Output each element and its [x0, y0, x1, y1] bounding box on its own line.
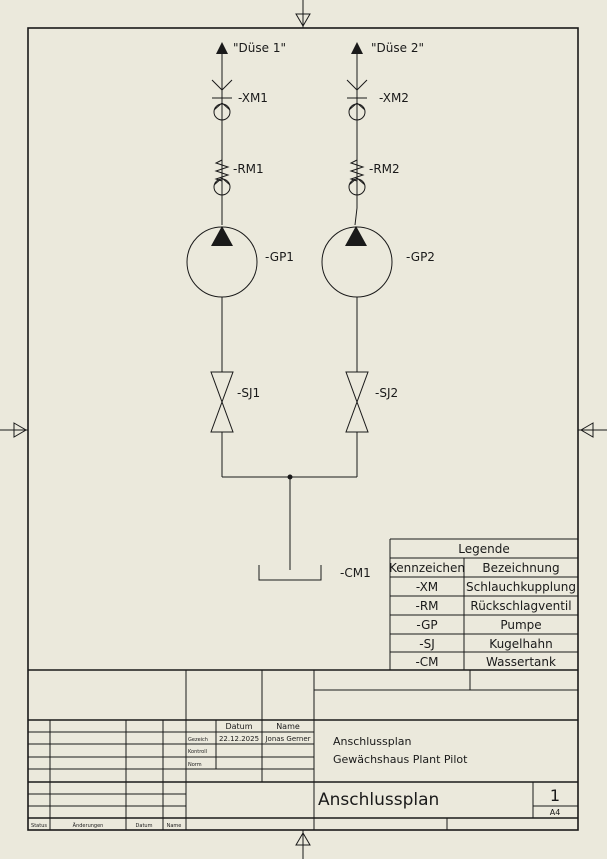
- title-block: Datum Name Gezeich Kontroll Norm 22.12.2…: [28, 669, 578, 830]
- drawn-date: 22.12.2025: [219, 735, 259, 743]
- drawing-border: [27, 27, 579, 831]
- label-xm2: -XM2: [379, 91, 409, 105]
- legend-code: -CM: [415, 655, 438, 669]
- legend-code: -GP: [416, 618, 437, 632]
- hose-coupling-icon: [346, 79, 368, 99]
- spring-icon: [349, 159, 365, 182]
- manifold-pipe: [222, 476, 357, 570]
- spring-icon: [214, 159, 230, 182]
- rev-name-label: Name: [167, 823, 182, 829]
- label-rm1: -RM1: [233, 162, 264, 176]
- name-header: Name: [276, 722, 300, 731]
- legend-header-desc: Bezeichnung: [482, 561, 559, 575]
- outlet-label-2: "Düse 2": [371, 41, 424, 55]
- legend-code: -XM: [416, 580, 438, 594]
- legend-code: -RM: [415, 599, 438, 613]
- status-label: Status: [31, 823, 47, 829]
- drawn-by-name: Jonas Gerner: [264, 735, 310, 743]
- label-sj1: -SJ1: [237, 386, 260, 400]
- label-rm2: -RM2: [369, 162, 400, 176]
- check-valve-icon: [213, 177, 231, 196]
- outlet-arrow-icon: [216, 42, 228, 54]
- branch-2: "Düse 2" -XM2 -RM2 -GP2 -SJ2: [321, 41, 435, 477]
- junction-dot: [287, 474, 293, 480]
- pump-direction-icon: [345, 226, 367, 246]
- drawing-title: Anschlussplan: [318, 790, 439, 810]
- legend-desc: Kugelhahn: [489, 637, 552, 651]
- label-cm1: -CM1: [340, 566, 371, 580]
- rev-date-label: Datum: [136, 823, 153, 829]
- tank-icon: [258, 565, 322, 581]
- kontroll-label: Kontroll: [188, 749, 207, 755]
- norm-label: Norm: [188, 762, 202, 768]
- legend-table: Legende Kennzeichen Bezeichnung -XM Schl…: [389, 538, 578, 670]
- outlet-label-1: "Düse 1": [233, 41, 286, 55]
- datum-header: Datum: [225, 722, 252, 731]
- label-gp2: -GP2: [406, 250, 435, 264]
- ball-valve-icon: [210, 297, 234, 477]
- label-sj2: -SJ2: [375, 386, 398, 400]
- pipe: [354, 54, 358, 226]
- hose-coupling-icon: [211, 79, 233, 99]
- legend-title: Legende: [458, 542, 509, 556]
- legend-code: -SJ: [419, 637, 435, 651]
- legend-desc: Rückschlagventil: [470, 599, 571, 613]
- gezeich-label: Gezeich: [188, 737, 208, 743]
- label-xm1: -XM1: [238, 91, 268, 105]
- description-line-1: Anschlussplan: [333, 735, 412, 748]
- ball-valve-icon: [345, 297, 369, 477]
- changes-label: Änderungen: [73, 822, 104, 829]
- pump-direction-icon: [211, 226, 233, 246]
- legend-desc: Pumpe: [500, 618, 541, 632]
- branch-1: "Düse 1" -XM1 -RM1 -GP1 -SJ1: [186, 41, 294, 477]
- sheet-number: 1: [550, 786, 560, 805]
- legend-desc: Schlauchkupplung: [466, 580, 576, 594]
- legend-desc: Wassertank: [486, 655, 556, 669]
- check-icon: [213, 102, 231, 121]
- sheet-format: A4: [550, 808, 561, 817]
- check-icon: [348, 102, 366, 121]
- check-valve-icon: [348, 177, 366, 196]
- label-gp1: -GP1: [265, 250, 294, 264]
- legend-header-code: Kennzeichen: [389, 561, 465, 575]
- outlet-arrow-icon: [351, 42, 363, 54]
- description-line-2: Gewächshaus Plant Pilot: [333, 753, 468, 766]
